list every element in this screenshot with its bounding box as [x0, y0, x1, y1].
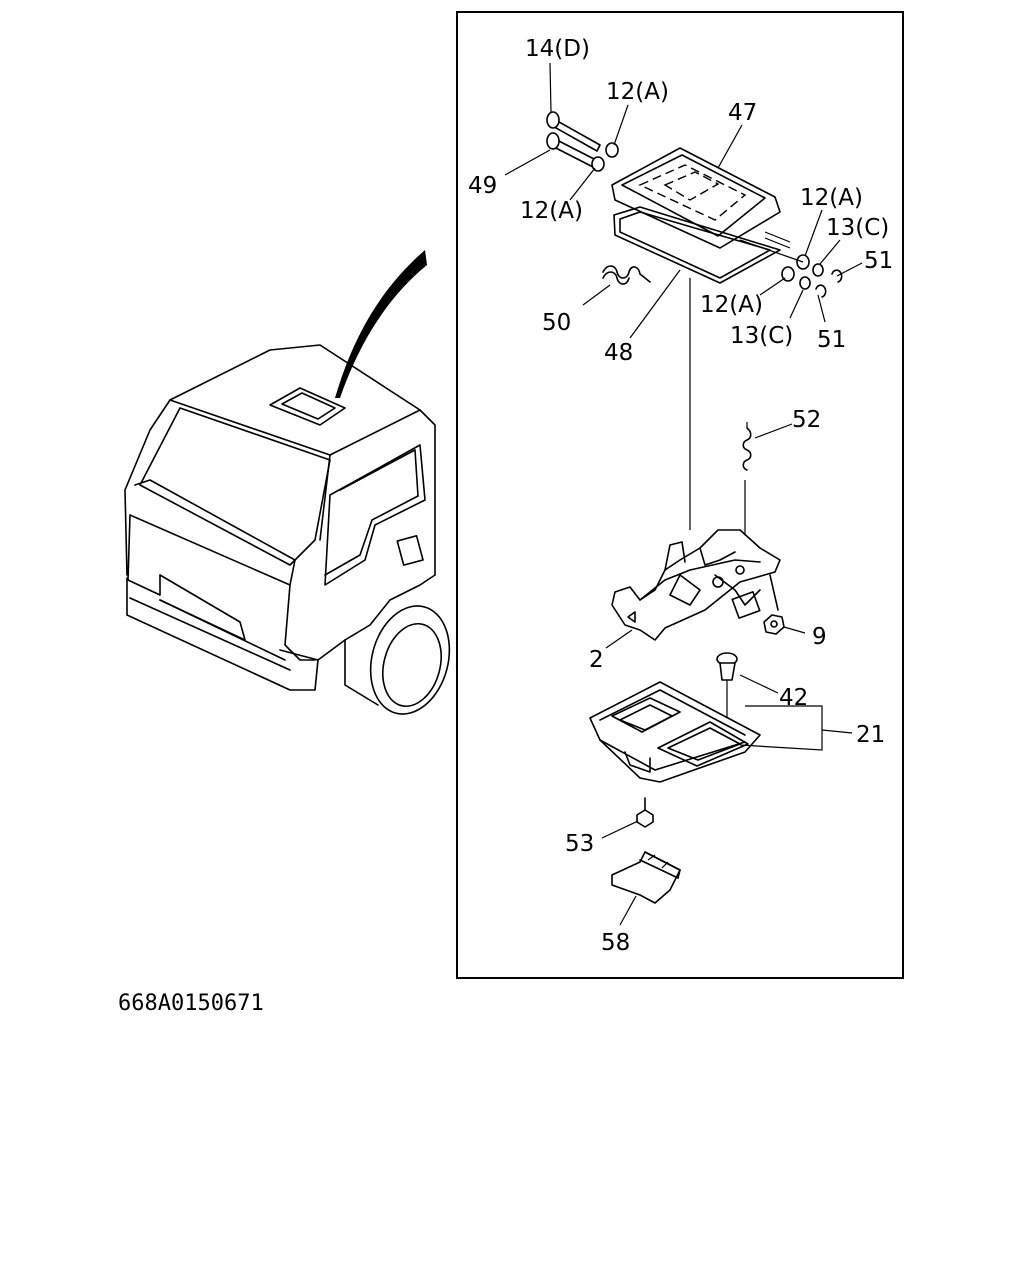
- screw-53: [636, 797, 654, 828]
- washer-13c-lower: [799, 276, 811, 290]
- callout-12a-left: 12(A): [520, 198, 583, 224]
- callout-21: 21: [856, 722, 885, 748]
- washer-13c-right: [812, 263, 824, 277]
- cover-58: [611, 851, 681, 904]
- clip-42: [716, 652, 738, 740]
- roof-hatch-lid-47: [611, 147, 781, 249]
- callout-2: 2: [589, 647, 604, 673]
- callout-58: 58: [601, 930, 630, 956]
- spring-52: [742, 422, 752, 540]
- exploded-view-frame: [456, 11, 904, 979]
- callout-52: 52: [792, 407, 821, 433]
- spring-50: [602, 265, 651, 285]
- clip-51-right: [831, 269, 843, 283]
- callout-12a-right: 12(A): [800, 185, 863, 211]
- callout-13c-lower: 13(C): [730, 323, 793, 349]
- callout-51-right: 51: [864, 248, 893, 274]
- callout-51-lower: 51: [817, 327, 846, 353]
- callout-53: 53: [565, 831, 594, 857]
- clip-51-lower: [815, 284, 827, 298]
- seal-frame-48: [613, 206, 791, 284]
- callout-49: 49: [468, 173, 497, 199]
- washer-12a-left: [591, 156, 605, 172]
- nut-9: [763, 614, 785, 635]
- callout-48: 48: [604, 340, 633, 366]
- callout-9: 9: [812, 624, 827, 650]
- callout-12a-top: 12(A): [606, 79, 669, 105]
- bolt-14d: [546, 111, 601, 152]
- callout-42: 42: [779, 685, 808, 711]
- callout-13c-right: 13(C): [826, 215, 889, 241]
- truck-cab-illustration: [124, 250, 451, 715]
- washer-12a-top: [605, 142, 619, 158]
- washer-12a-lower: [781, 266, 795, 282]
- callout-12a-lower: 12(A): [700, 292, 763, 318]
- bolt-49: [546, 132, 597, 168]
- callout-14d: 14(D): [525, 36, 590, 62]
- leader-lines: [504, 62, 863, 926]
- latch-bracket-2: [611, 529, 781, 641]
- dome-lamp-21: [589, 681, 761, 783]
- callout-50: 50: [542, 310, 571, 336]
- callout-47: 47: [728, 100, 757, 126]
- drawing-code: 668A0150671: [118, 991, 264, 1016]
